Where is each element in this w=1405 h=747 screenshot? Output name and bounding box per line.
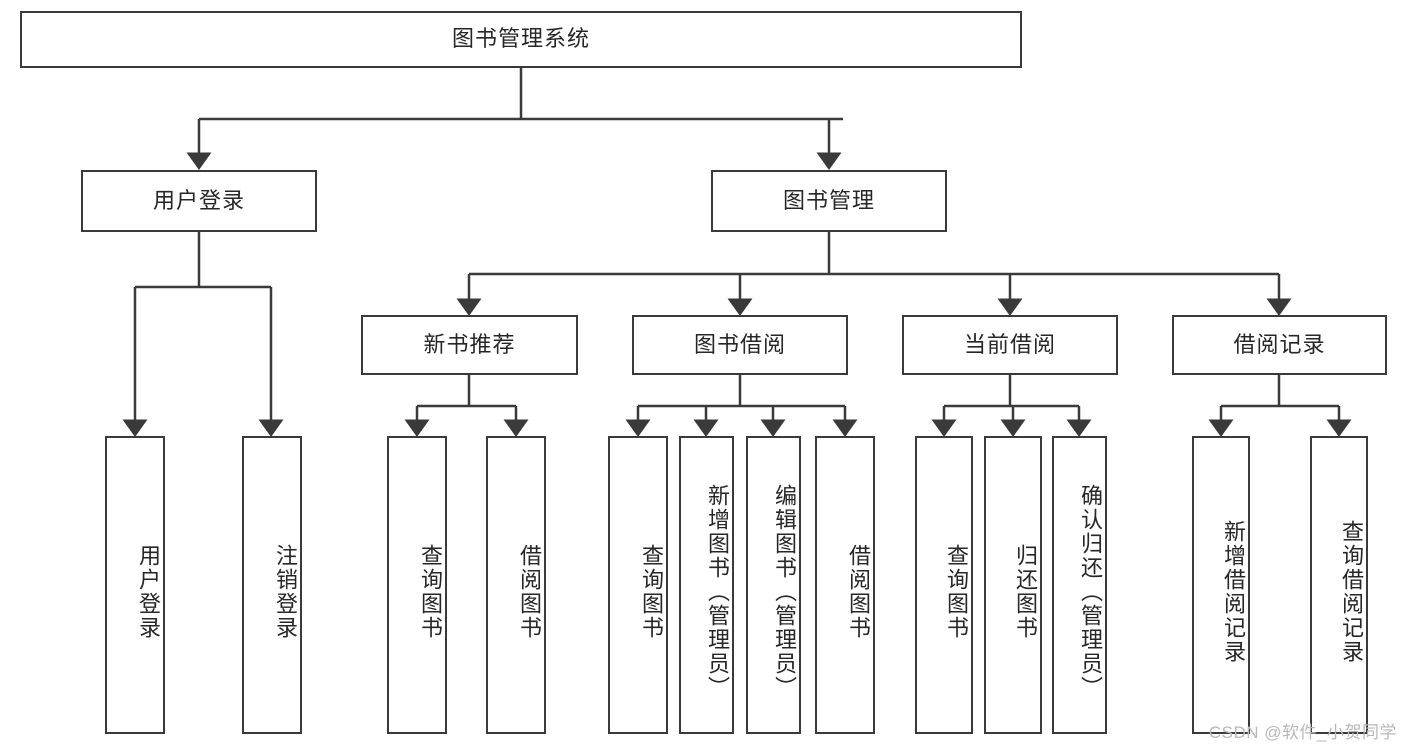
node-leaf-query-book-current[interactable]: 查询图书 xyxy=(915,436,973,734)
node-leaf-borrow-book-recommend[interactable]: 借阅图书 xyxy=(486,436,546,734)
node-book-borrow[interactable]: 图书借阅 xyxy=(632,315,848,375)
node-new-book-recommend[interactable]: 新书推荐 xyxy=(361,315,578,375)
node-current-borrow[interactable]: 当前借阅 xyxy=(902,315,1118,375)
node-leaf-add-borrow-record[interactable]: 新增借阅记录 xyxy=(1192,436,1250,734)
node-book-manage[interactable]: 图书管理 xyxy=(711,170,947,232)
node-root-system[interactable]: 图书管理系统 xyxy=(20,11,1022,68)
node-leaf-query-book-recommend[interactable]: 查询图书 xyxy=(387,436,447,734)
node-leaf-query-book-borrow[interactable]: 查询图书 xyxy=(608,436,668,734)
node-leaf-query-borrow-record[interactable]: 查询借阅记录 xyxy=(1310,436,1368,734)
node-leaf-edit-book-admin[interactable]: 编辑图书（管理员） xyxy=(746,436,801,734)
node-borrow-record[interactable]: 借阅记录 xyxy=(1172,315,1387,375)
node-leaf-return-book[interactable]: 归还图书 xyxy=(984,436,1042,734)
node-leaf-user-login[interactable]: 用户登录 xyxy=(105,436,165,734)
node-leaf-add-book-admin[interactable]: 新增图书（管理员） xyxy=(679,436,734,734)
node-leaf-confirm-return-admin[interactable]: 确认归还（管理员） xyxy=(1052,436,1107,734)
watermark-text: CSDN @软件_小贺同学 xyxy=(1208,723,1397,742)
node-leaf-user-logout[interactable]: 注销登录 xyxy=(242,436,302,734)
node-user-login[interactable]: 用户登录 xyxy=(81,170,317,232)
node-leaf-borrow-book[interactable]: 借阅图书 xyxy=(815,436,875,734)
